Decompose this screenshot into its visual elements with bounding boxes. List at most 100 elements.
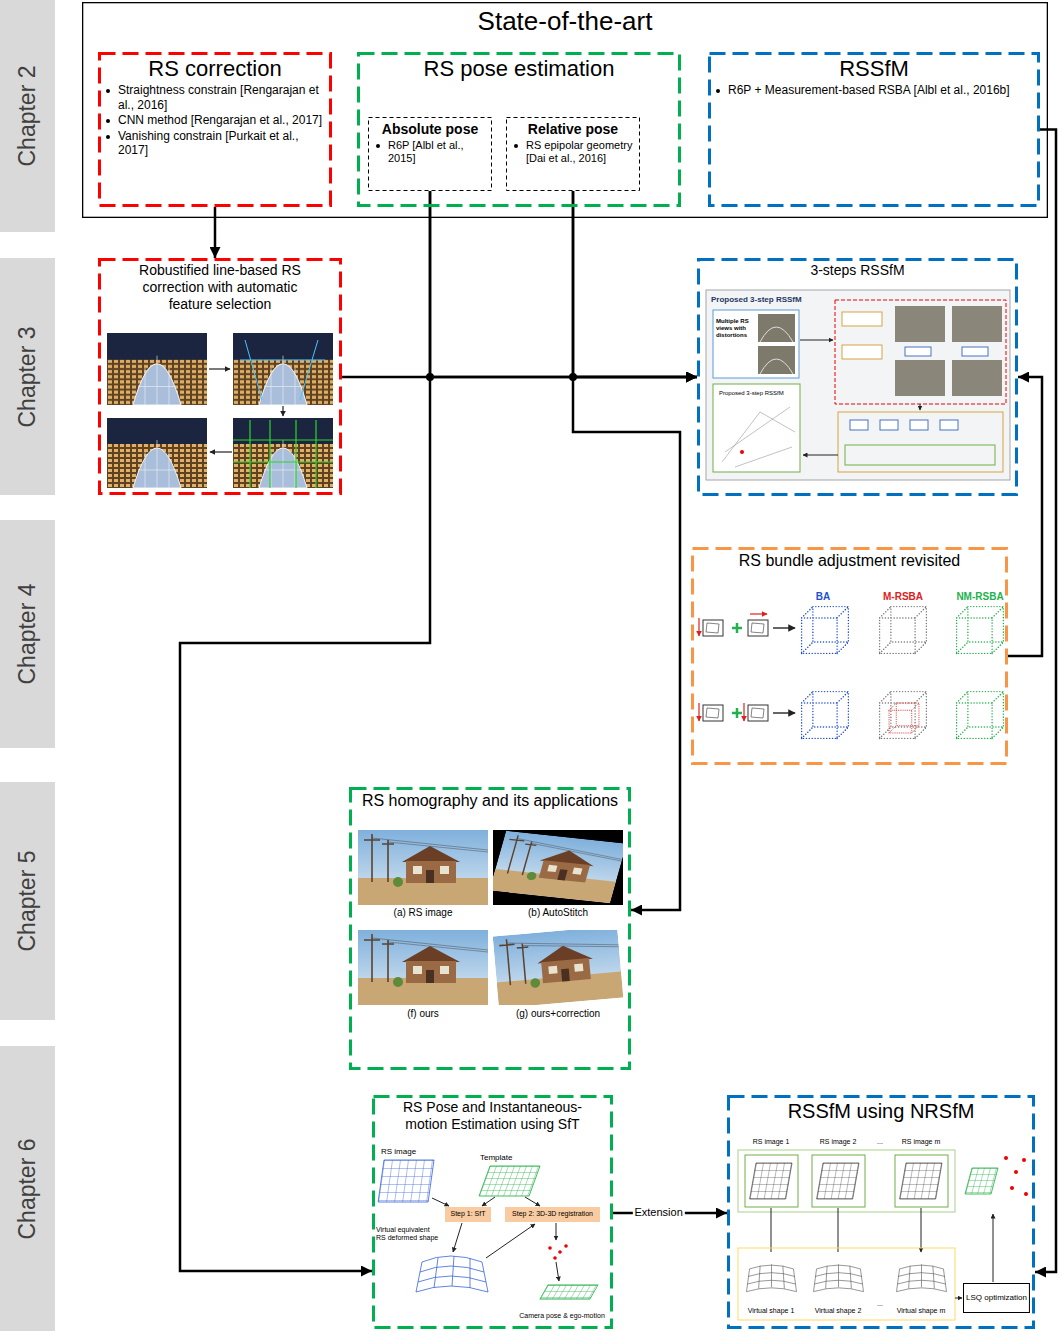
box-label: Step 1: SfT: [450, 1210, 485, 1218]
rssfm-screenshot-part: [713, 310, 799, 378]
node-heading: 3-steps RSSfM: [697, 258, 1018, 279]
correction-photos-part: [240, 340, 325, 400]
sft-figure-part: [556, 1262, 559, 1281]
sft-figure-part-part: [479, 1166, 540, 1196]
connector-arrow: [1008, 377, 1042, 656]
bundle-adjustment-figure-part: [880, 692, 927, 739]
rssfm-screenshot-part: [758, 346, 795, 374]
node-heading: RS correction: [98, 52, 332, 82]
step-box-outline: [505, 1207, 600, 1222]
nrsfm-figure-part-part: [750, 1163, 792, 1199]
node-heading: RS Pose and Instantaneous-motion Estimat…: [394, 1095, 592, 1133]
chapter-band-outline: [0, 782, 55, 1020]
figure-label: RS image 1: [753, 1138, 790, 1146]
bundle-adjustment-figure-part: [748, 620, 768, 636]
reference-bullet: R6P [Albl et al., 2015]: [368, 139, 492, 165]
homography-photos-part: [493, 831, 623, 904]
nrsfm-figure-part: [1014, 1170, 1018, 1174]
rssfm-screenshot-part: [758, 314, 795, 342]
rssfm-screenshot-part: [920, 404, 921, 410]
rssfm-screenshot-part: [706, 290, 1010, 480]
sft-figure-part: [564, 1244, 568, 1248]
figure-label: Virtual equivalent RS deformed shape: [376, 1226, 440, 1242]
node-heading: Absolute pose: [368, 117, 492, 138]
chapter-box: RS bundle adjustment revisited: [691, 547, 1008, 765]
state-of-the-art-box-outline: [83, 3, 1048, 218]
figure-label: (g) ours+correction: [516, 1008, 600, 1020]
rssfm-screenshot-part: [713, 384, 800, 472]
bundle-adjustment-figure-part: [751, 623, 764, 633]
rssfm-screenshot-part: [842, 345, 882, 359]
bundle-adjustment-figure-part: [732, 708, 742, 718]
sft-figure-part-part: [540, 1285, 598, 1299]
nrsfm-figure-part: [771, 1208, 921, 1252]
bundle-adjustment-figure-part: [957, 692, 1004, 739]
chapter-label: Chapter 4: [14, 583, 42, 684]
homography-photos-part-part-part: [493, 831, 623, 904]
reference-bullet: CNN method [Rengarajan et al., 2017]: [98, 113, 332, 127]
nrsfm-figure-part: [817, 1163, 859, 1199]
bundle-adjustment-figure-part: [773, 712, 795, 714]
nrsfm-figure-part: [1024, 1192, 1028, 1196]
correction-photos-part: [233, 420, 333, 488]
bundle-adjustment-figure-part: [880, 607, 927, 654]
figure-label: (a) RS image: [394, 907, 453, 919]
absolute-pose-box: Absolute poseR6P [Albl et al., 2015]: [368, 117, 492, 191]
bundle-adjustment-figure-part: [706, 623, 719, 633]
nrsfm-figure-part-part: [965, 1168, 998, 1194]
figure-label: Virtual shape 1: [748, 1307, 795, 1315]
nrsfm-figure-part: [745, 1155, 798, 1207]
nrsfm-figure-part: [812, 1155, 865, 1207]
chapter-box: RS homography and its applications: [349, 787, 631, 1070]
rssfm-screenshot-part: [940, 420, 958, 430]
bundle-adjustment-figure-part: [698, 618, 699, 636]
figure-label: M-RSBA: [883, 591, 923, 603]
nrsfm-figure-part: [895, 1155, 948, 1207]
figure-label: Proposed 3-step RSSfM: [719, 390, 784, 397]
chapter-band: Chapter 5: [0, 782, 55, 1020]
figure-label: RS image: [381, 1147, 416, 1156]
reference-bullet: RS epipolar geometry [Dai et al., 2016]: [506, 139, 640, 165]
homography-photos-part-part: [493, 930, 623, 1005]
nrsfm-figure-part: [738, 1248, 955, 1320]
bundle-adjustment-figure-part: [773, 627, 795, 629]
nrsfm-figure-part: [897, 1264, 947, 1291]
connector-arrow: [214, 207, 217, 258]
connector-arrow: [180, 191, 430, 1271]
homography-photos-part-part-part: [493, 930, 623, 1005]
correction-photos-part: [210, 451, 232, 452]
connector-arrow: [430, 191, 697, 377]
rs-correction-box: RS correctionStraightness constrain [Ren…: [98, 52, 332, 207]
rssfm-screenshot-part: [880, 420, 898, 430]
nrsfm-figure-part: [814, 1264, 864, 1291]
reference-bullet: R6P + Measurement-based RSBA [Albl et al…: [708, 83, 1040, 97]
rssfm-screenshot-part: [760, 359, 793, 374]
bundle-adjustment-figure-part: [732, 623, 742, 633]
homography-photos-part: [358, 930, 488, 1005]
sft-figure-part: [558, 1250, 562, 1254]
figure-label: RS image 2: [820, 1138, 857, 1146]
chapter-box-outline: [699, 260, 1017, 495]
bundle-adjustment-figure: [699, 607, 1003, 739]
nrsfm-figure: [738, 1150, 1028, 1320]
nrsfm-figure-part: [965, 1168, 998, 1194]
figure-label: Virtual shape 2: [815, 1307, 862, 1315]
chapter-label: Chapter 5: [14, 850, 42, 951]
correction-photos-part: [107, 418, 207, 488]
chapter-band: Chapter 2: [0, 0, 55, 232]
rssfm-screenshot: [706, 290, 1010, 480]
sft-figure-part: [482, 1197, 495, 1206]
rssfm-screenshot-part: [842, 312, 882, 326]
chapter-band-outline: [0, 258, 55, 495]
bundle-adjustment-figure-part: [750, 613, 767, 614]
correction-photos-part: [107, 333, 207, 405]
chapter-label: Chapter 6: [14, 1138, 42, 1239]
node-heading: RS bundle adjustment revisited: [691, 547, 1008, 570]
rssfm-screenshot-part: [740, 450, 744, 454]
rssfm-screenshot-part: [910, 420, 928, 430]
connector-arrow: [1035, 130, 1056, 1273]
homography-photos-part: [358, 830, 488, 905]
figure-label: NM-RSBA: [956, 591, 1003, 603]
nrsfm-figure-part-part: [817, 1163, 859, 1199]
